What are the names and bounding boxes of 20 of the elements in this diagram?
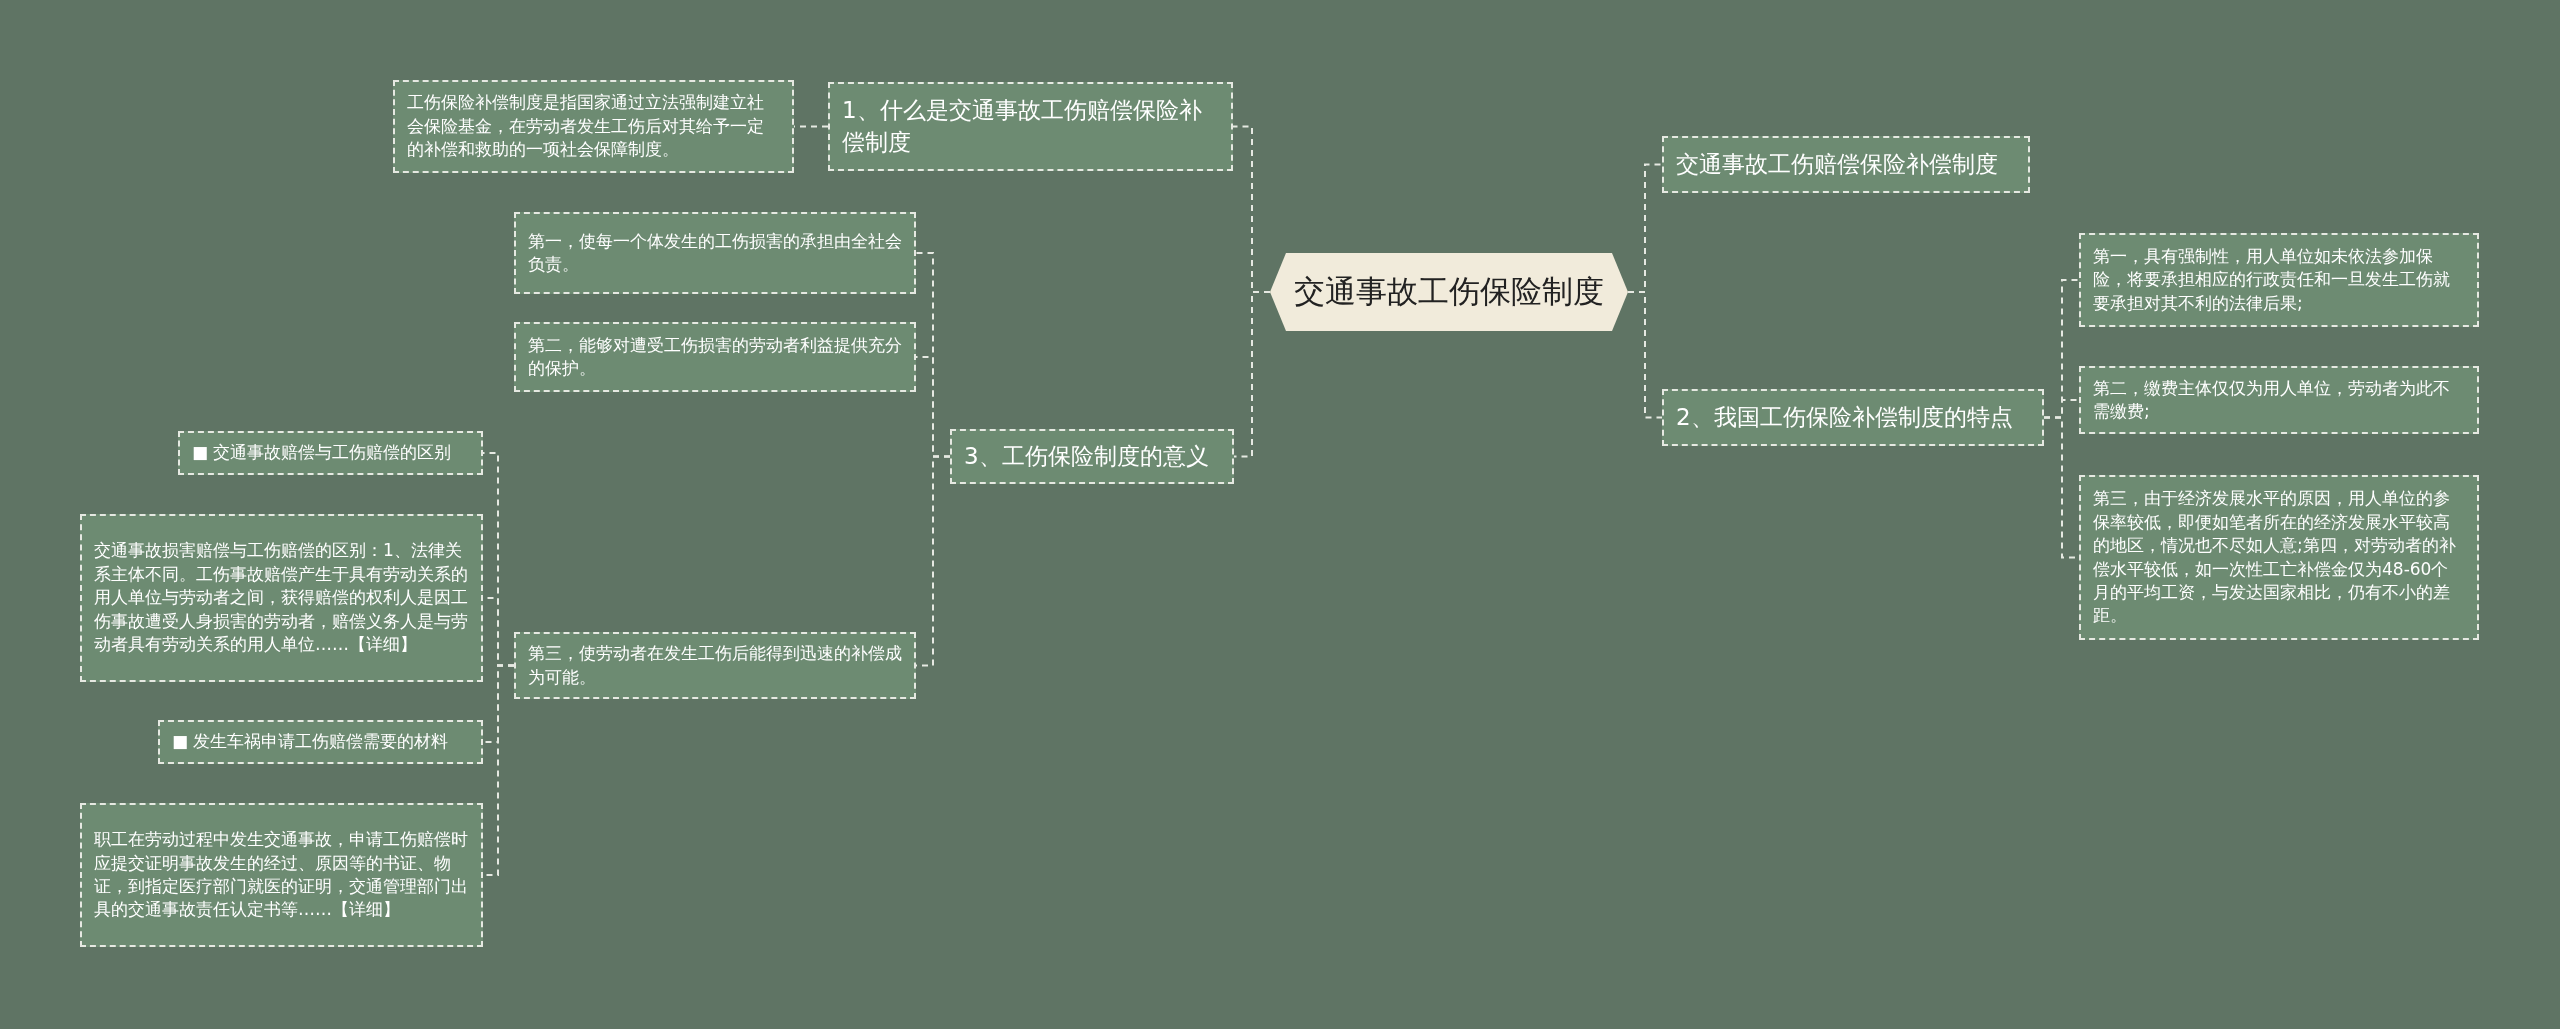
connector <box>1627 291 1663 419</box>
note-box: 第三，使劳动者在发生工伤后能得到迅速的补偿成为可能。 <box>514 632 916 699</box>
connector <box>915 455 951 667</box>
note-box: 第二，能够对遭受工伤损害的劳动者利益提供充分的保护。 <box>514 322 916 392</box>
note-box: 第一，具有强制性，用人单位如未依法参加保险，将要承担相应的行政责任和一旦发生工伤就要承担对其不利的法律后果; <box>2079 233 2479 327</box>
topic-box: 交通事故工伤赔偿保险补偿制度 <box>1662 136 2030 193</box>
note-box: 交通事故损害赔偿与工伤赔偿的区别：1、法律关系主体不同。工伤事故赔偿产生于具有劳动关系的用人单位与劳动者之间，获得赔偿的权利人是因工伤事故遭受人身损害的劳动者，赔偿义务人是与劳动者具有劳动关系的用人单位……【详细】 <box>80 514 483 682</box>
connector <box>793 125 829 128</box>
note-box: ■ 发生车祸申请工伤赔偿需要的材料 <box>158 720 483 764</box>
topic-box: 1、什么是交通事故工伤赔偿保险补偿制度 <box>828 82 1233 171</box>
connector <box>1233 291 1271 458</box>
topic-box: 2、我国工伤保险补偿制度的特点 <box>1662 389 2044 446</box>
note-box: 第一，使每一个体发生的工伤损害的承担由全社会负责。 <box>514 212 916 294</box>
note-box: ■ 交通事故赔偿与工伤赔偿的区别 <box>178 431 483 475</box>
note-box: 工伤保险补偿制度是指国家通过立法强制建立社会保险基金，在劳动者发生工伤后对其给予一定的补偿和救助的一项社会保障制度。 <box>393 80 794 173</box>
central-topic: 交通事故工伤保险制度 <box>1270 253 1628 331</box>
note-box: 第三，由于经济发展水平的原因，用人单位的参保率较低，即便如笔者所在的经济发展水平较高的地区，情况也不尽如人意;第四，对劳动者的补偿水平较低，如一次性工亡补偿金仅为48-60个月的平均工资，与发达国家相比，仍有不小的差距。 <box>2079 475 2479 640</box>
topic-box: 3、工伤保险制度的意义 <box>950 429 1234 484</box>
note-box: 职工在劳动过程中发生交通事故，申请工伤赔偿时应提交证明事故发生的经过、原因等的书证、物证，到指定医疗部门就医的证明，交通管理部门出具的交通事故责任认定书等……【详细】 <box>80 803 483 947</box>
note-box: 第二，缴费主体仅仅为用人单位，劳动者为此不需缴费; <box>2079 366 2479 434</box>
